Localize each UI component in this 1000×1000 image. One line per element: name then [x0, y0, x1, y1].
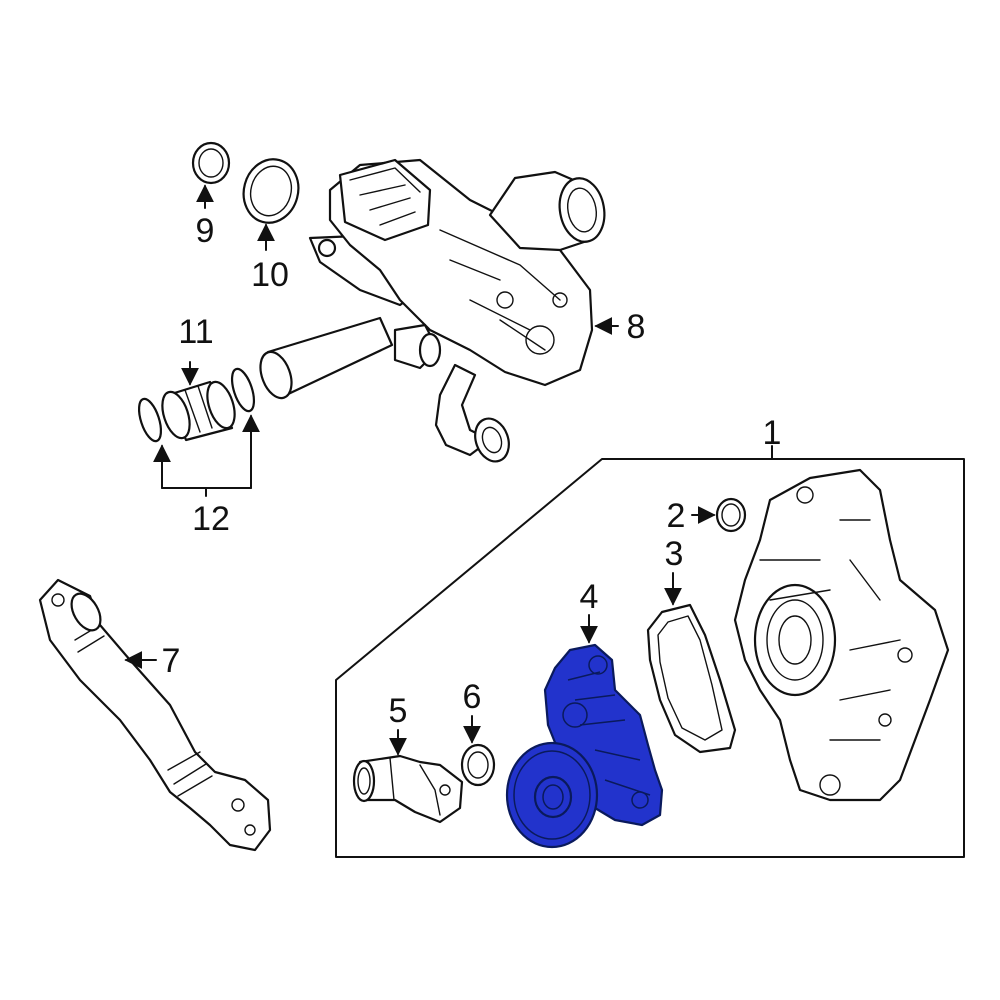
callout-label-6: 6 — [463, 678, 482, 716]
plug-part-2[interactable] — [715, 497, 747, 533]
callout-label-2: 2 — [667, 497, 686, 535]
callout-label-1: 1 — [763, 414, 782, 452]
callout-label-8: 8 — [627, 308, 646, 346]
callout-label-9: 9 — [196, 212, 215, 250]
assembly-group-outline — [335, 458, 965, 858]
callout-label-11: 11 — [178, 313, 213, 351]
callout-label-12: 12 — [192, 500, 230, 538]
seal-ring-part-10[interactable] — [237, 153, 306, 229]
callout-label-3: 3 — [665, 535, 684, 573]
gasket-part-3[interactable] — [646, 603, 737, 754]
housing-part-1[interactable] — [733, 468, 950, 802]
water-pump-part-4[interactable] — [505, 643, 664, 849]
pipe-fitting-part-5[interactable] — [352, 754, 464, 824]
o-ring-part-6[interactable] — [460, 743, 496, 787]
thermostat-housing-part-8[interactable] — [255, 158, 610, 466]
connector-tube-part-11[interactable] — [157, 378, 240, 442]
coolant-hose-part-7[interactable] — [38, 578, 272, 852]
callout-12-bracket — [161, 487, 252, 497]
o-ring-pair-part-12[interactable] — [135, 366, 259, 443]
callout-label-7: 7 — [162, 642, 181, 680]
o-ring-part-9[interactable] — [191, 141, 231, 185]
callout-label-4: 4 — [580, 578, 599, 616]
callout-label-10: 10 — [251, 256, 289, 294]
callout-label-5: 5 — [389, 692, 408, 730]
